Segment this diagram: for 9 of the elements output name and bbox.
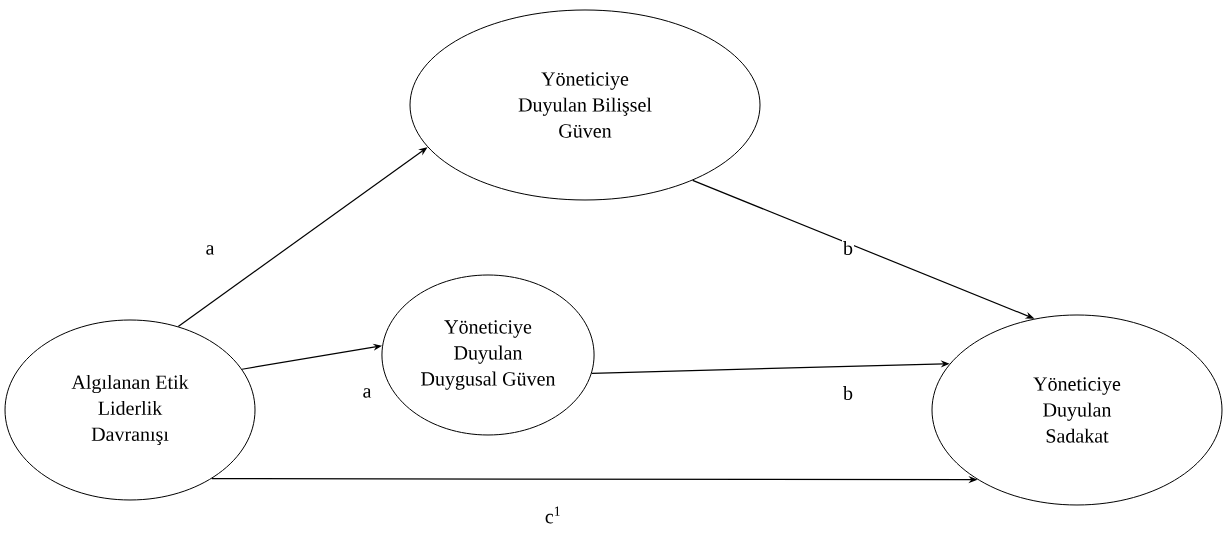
edge-label: c$^{1}$ <box>543 505 563 525</box>
edge-label: b <box>842 239 854 257</box>
ellipse-node: Yöneticiye Duyulan Bilişsel Güven <box>409 9 761 201</box>
edge-label: a <box>204 244 216 256</box>
edge-label: b <box>842 384 854 402</box>
ellipse-node: Yöneticiye Duyulan Sadakat <box>931 314 1223 506</box>
edge-label: a <box>361 387 373 399</box>
ellipse-node: Yöneticiye Duyulan Duygusal Güven <box>381 274 595 436</box>
ellipse-node: Algılanan Etik Liderlik Davranışı <box>4 319 256 501</box>
